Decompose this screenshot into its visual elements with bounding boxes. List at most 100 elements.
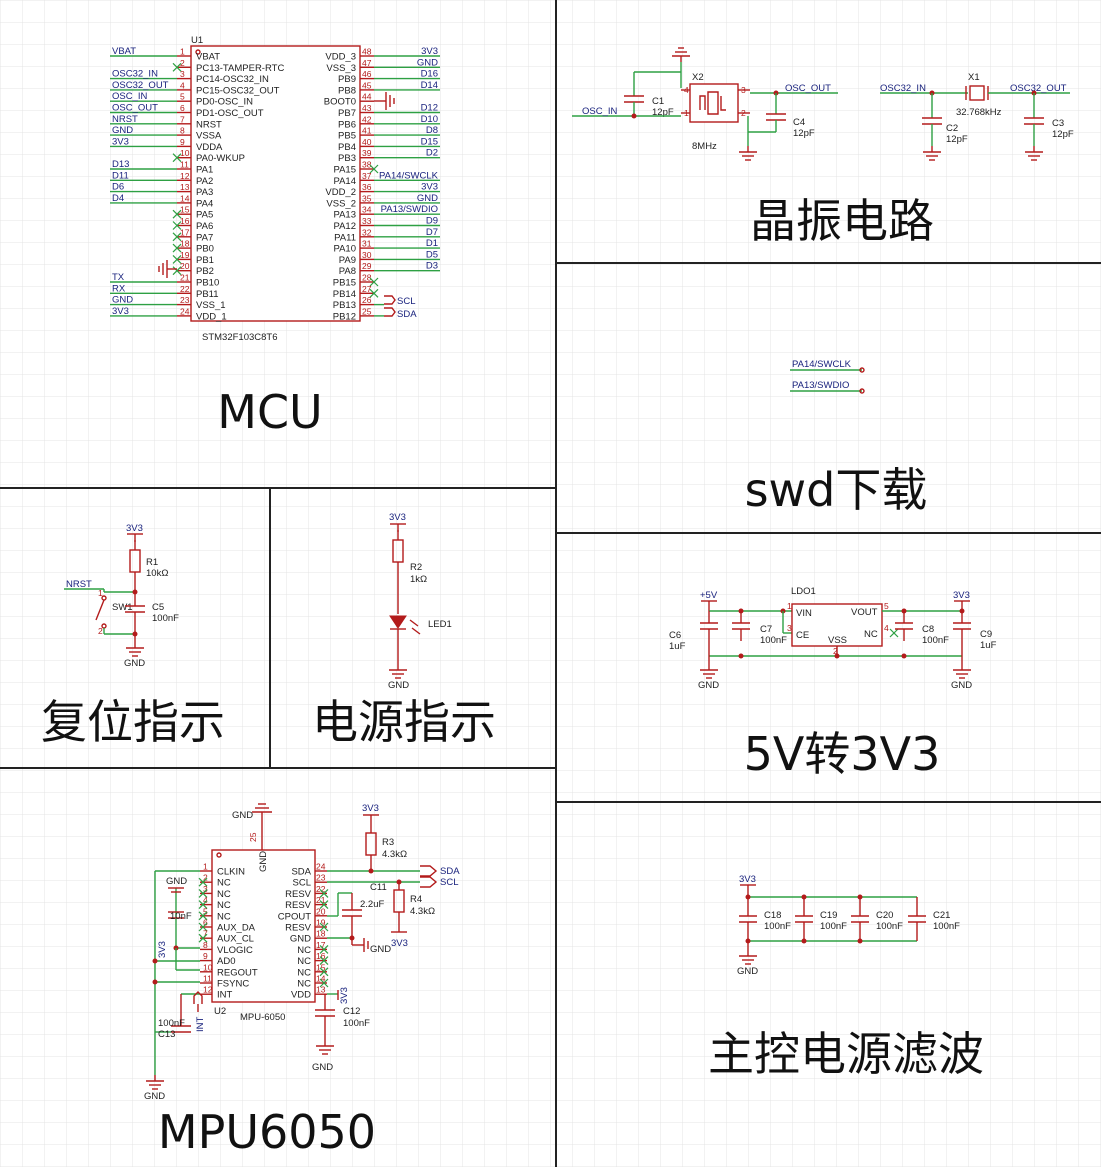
- c9-ref: C9: [980, 629, 992, 640]
- mcu-pin-name: PC15-OSC32_OUT: [196, 85, 280, 96]
- x2-value: 8MHz: [692, 141, 717, 152]
- svg-text:2: 2: [98, 626, 103, 636]
- mpu-pin-number: 4: [203, 895, 208, 905]
- led-icon: [389, 615, 407, 629]
- ldo-ref: LDO1: [791, 586, 816, 597]
- mcu-net-label: D6: [112, 182, 124, 193]
- mcu-pin-number: 20: [180, 261, 190, 271]
- mcu-pin-name: PA1: [196, 165, 213, 176]
- mcu-pin-number: 36: [362, 182, 372, 192]
- mpu-pin-name: NC: [297, 956, 311, 967]
- mpu-pin-name: VLOGIC: [217, 945, 253, 956]
- swd-section: PA14/SWCLK PA13/SWDIO swd下载: [745, 359, 928, 517]
- reset-gnd: GND: [124, 658, 145, 669]
- svg-text:SDA: SDA: [397, 309, 417, 320]
- no-connect-icon: [319, 967, 329, 977]
- no-connect-icon: [198, 911, 208, 921]
- filter-gnd: GND: [737, 966, 758, 977]
- mcu-pin-number: 16: [180, 216, 190, 226]
- mpu-bottom-gnd: GND: [144, 1091, 165, 1102]
- mcu-net-label: D8: [426, 125, 438, 136]
- mpu-pin-number: 2: [203, 873, 208, 883]
- mcu-pin-name: VSS_2: [326, 198, 356, 209]
- no-connect-icon: [198, 888, 208, 898]
- mcu-pin-name: PA15: [333, 165, 356, 176]
- mpu-pin-name: CLKIN: [217, 867, 245, 878]
- mpu-pin-name: SDA: [291, 867, 311, 878]
- mpu-pin-name: FSYNC: [217, 979, 249, 990]
- scl-flag: SCL: [384, 295, 415, 307]
- mpu-pin-number: 8: [203, 940, 208, 950]
- mcu-pin-name: PB11: [196, 289, 219, 300]
- mcu-pin-number: 39: [362, 148, 372, 158]
- mpu-pin-number: 6: [203, 918, 208, 928]
- mpu-pin-name: VDD: [291, 990, 311, 1001]
- mpu-right-pins: 24SDA23SCL22RESV21RESV20CPOUT19RESV18GND…: [278, 862, 329, 1001]
- mcu-net-label: D4: [112, 193, 124, 204]
- mcu-pin-name: VDD_2: [325, 187, 356, 198]
- mcu-net-label: OSC32_OUT: [112, 80, 169, 91]
- svg-text:3V3: 3V3: [157, 941, 168, 958]
- svg-text:VIN: VIN: [796, 608, 812, 619]
- mpu-pin-name: GND: [290, 934, 311, 945]
- mcu-pin-name: PB9: [338, 74, 356, 85]
- svg-text:VSS: VSS: [828, 635, 847, 646]
- no-connect-icon: [172, 221, 182, 230]
- reset-section: 3V3 R1 10kΩ NRST 1 2 SW1 C5 100nF GND 复位…: [41, 523, 225, 749]
- mcu-pin-name: BOOT0: [324, 97, 356, 108]
- mcu-pin-name: PB6: [338, 119, 356, 130]
- mcu-pin-name: PA11: [334, 232, 356, 243]
- c7-value: 100nF: [760, 635, 787, 646]
- mpu-pin-name: NC: [297, 979, 311, 990]
- mcu-net-label: 3V3: [421, 182, 438, 193]
- mcu-pin-number: 35: [362, 193, 372, 203]
- vdd-net: 3V3: [339, 987, 350, 1004]
- mcu-net-label: GND: [112, 295, 133, 306]
- mpu-pin-number: 12: [203, 985, 213, 995]
- mcu-pin-name: PC13-TAMPER-RTC: [196, 63, 284, 74]
- mcu-pin-number: 10: [180, 148, 190, 158]
- mpu-pin-name: AD0: [217, 956, 235, 967]
- mcu-net-label: GND: [112, 125, 133, 136]
- mcu-pin-name: PB4: [338, 142, 356, 153]
- section-title-filter: 主控电源滤波: [708, 1027, 984, 1081]
- mcu-pin-name: PB5: [338, 131, 356, 142]
- filter-vcc: 3V3: [739, 874, 756, 885]
- c12-ref: C12: [343, 1006, 360, 1017]
- mcu-pin-number: 34: [362, 205, 372, 215]
- crystal-x2: [689, 83, 739, 123]
- svg-text:3: 3: [787, 623, 792, 633]
- filter-cap-ref: C18: [764, 910, 781, 921]
- mcu-pin-name: PA9: [339, 255, 356, 266]
- mpu-pin-name: RESV: [285, 900, 312, 911]
- mcu-pin-name: PB2: [196, 266, 214, 277]
- mcu-pin-name: PB1: [196, 255, 214, 266]
- mcu-net-label: D12: [421, 103, 438, 114]
- mcu-pin-number: 47: [362, 58, 372, 68]
- mcu-pin-name: PA2: [196, 176, 213, 187]
- r2-ref: R2: [410, 562, 422, 573]
- r3-ref: R3: [382, 837, 394, 848]
- mcu-pin-number: 43: [362, 103, 372, 113]
- mcu-pin-number: 33: [362, 216, 372, 226]
- led-vcc: 3V3: [389, 512, 406, 523]
- no-connect-icon: [369, 288, 379, 298]
- mcu-pin-number: 4: [180, 80, 185, 90]
- x1-value: 32.768kHz: [956, 107, 1002, 118]
- mcu-pin-number: 29: [362, 261, 372, 271]
- mcu-net-label: D13: [112, 159, 129, 170]
- mcu-pin-name: VSSA: [196, 131, 222, 142]
- mcu-pin-name: PB8: [338, 85, 356, 96]
- mcu-pin-number: 8: [180, 126, 185, 136]
- svg-text:SCL: SCL: [397, 296, 415, 307]
- mcu-pin-number: 3: [180, 69, 185, 79]
- mcu-pin-number: 45: [362, 80, 372, 90]
- mpu-pin-number: 13: [316, 985, 326, 995]
- no-connect-icon: [319, 900, 329, 910]
- mcu-pin-name: PD0-OSC_IN: [196, 97, 253, 108]
